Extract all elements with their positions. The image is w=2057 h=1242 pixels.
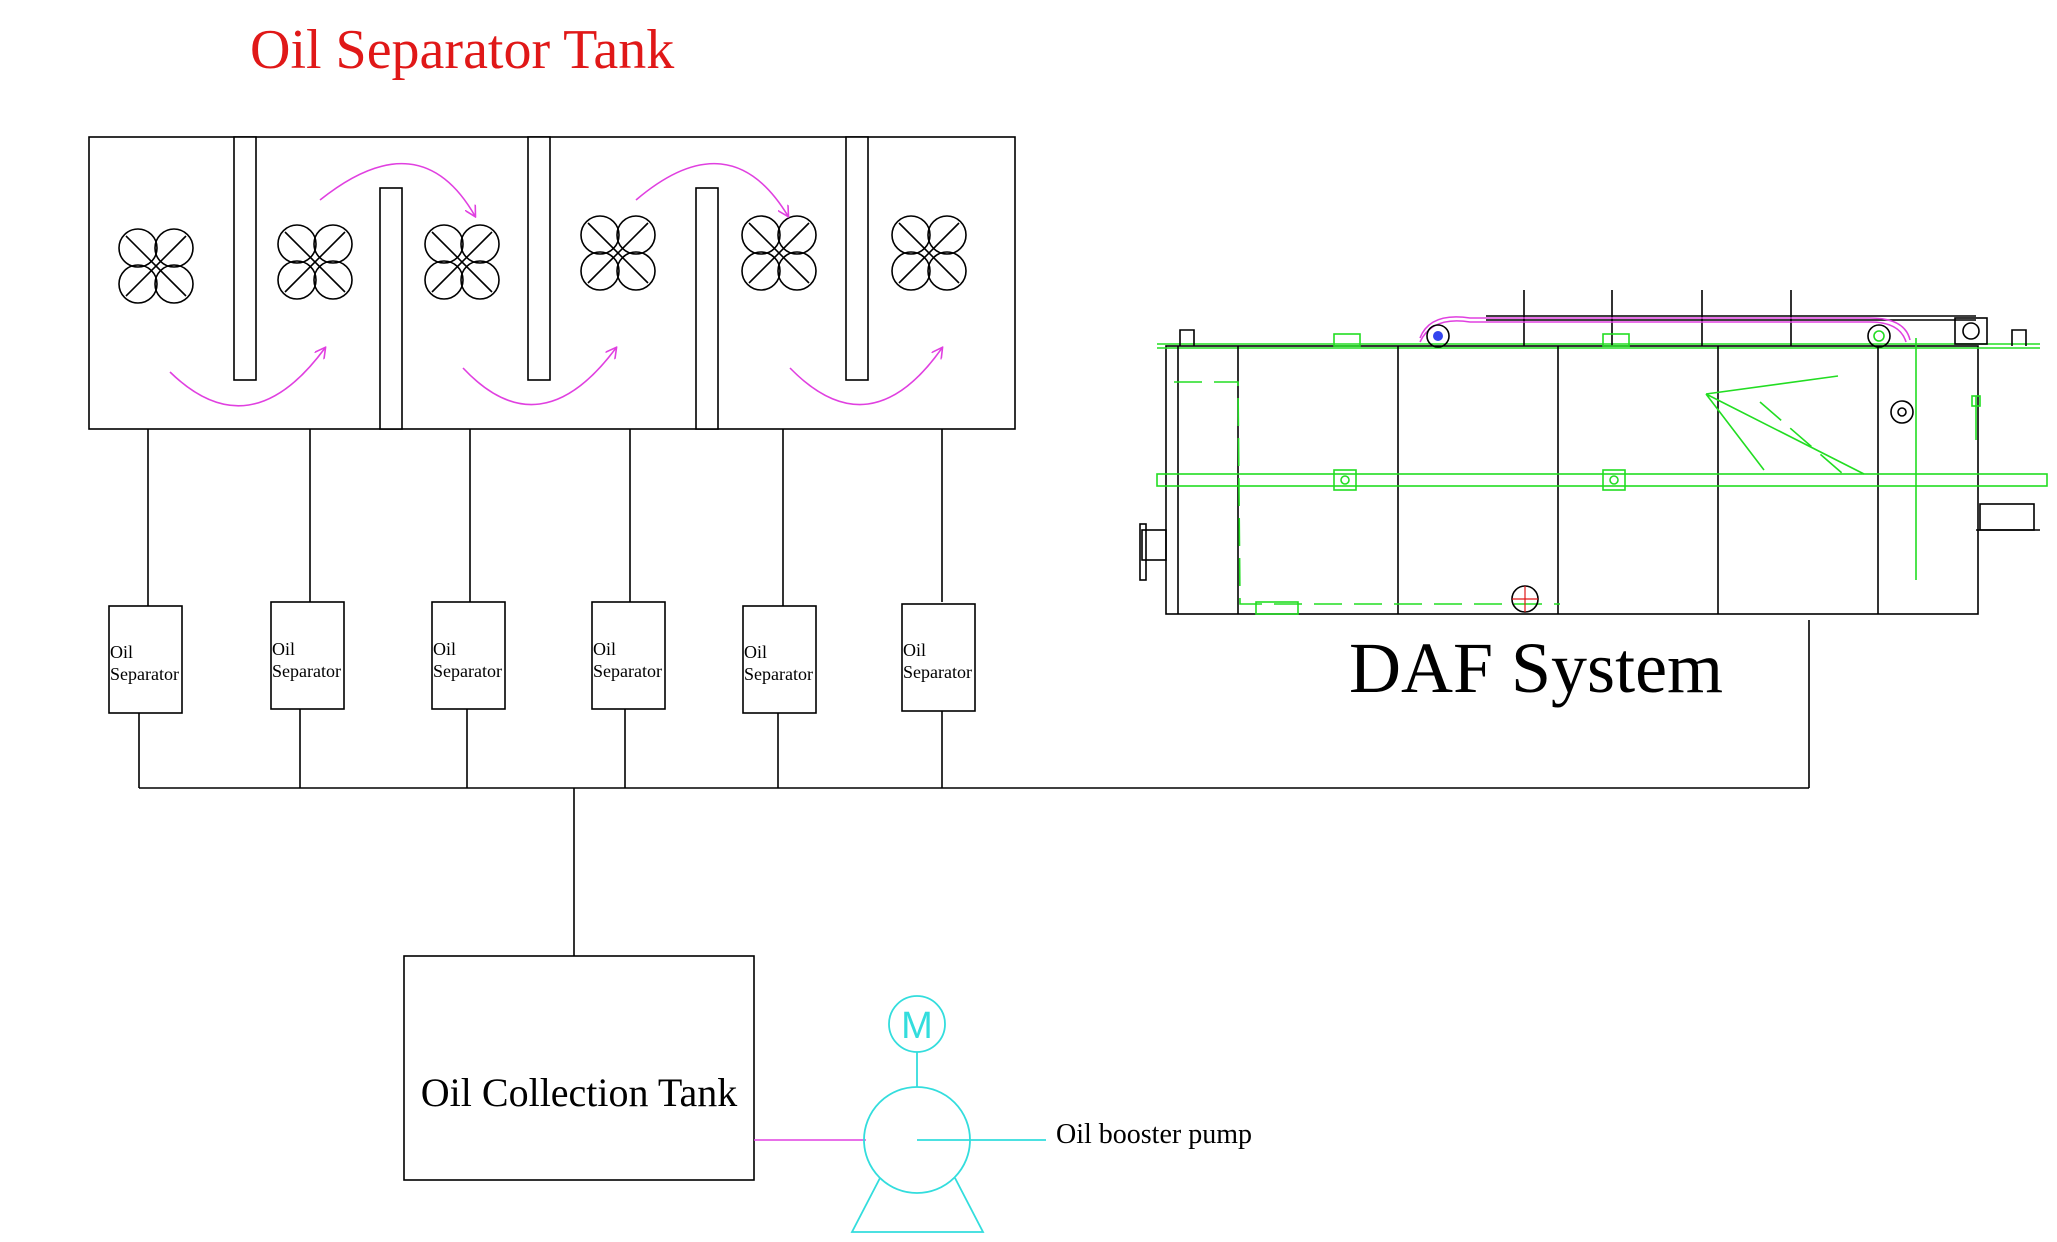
motor-icon — [888, 995, 946, 1053]
flow-arrow-over-2 — [635, 162, 788, 216]
baffle-top-3 — [845, 136, 869, 381]
diagram-title: Oil Separator Tank — [250, 19, 674, 81]
separator-label-line2: Separator — [744, 664, 813, 684]
separator-label-line2: Separator — [272, 661, 341, 681]
flow-arrows — [169, 162, 942, 407]
flow-arrow-under-1 — [169, 348, 325, 407]
oil-separator-3: Oil Separator — [431, 601, 506, 710]
baffle-top-1 — [233, 136, 257, 381]
oil-separator-4: Oil Separator — [591, 601, 666, 710]
flow-arrow-under-3 — [789, 348, 942, 406]
baffle-bottom-2 — [695, 187, 719, 430]
daf-system — [1139, 290, 2048, 615]
baffle-top-2 — [527, 136, 551, 381]
coalescer-icon — [580, 215, 656, 291]
separator-label-line1: Oil — [110, 642, 133, 662]
separator-label-line1: Oil — [903, 640, 926, 660]
oil-booster-pump: M — [850, 995, 1046, 1233]
oil-separator-2: Oil Separator — [270, 601, 345, 710]
oil-collection-tank: Oil Collection Tank — [403, 955, 755, 1181]
coalescer-icon — [424, 224, 500, 300]
separator-label-line2: Separator — [433, 661, 502, 681]
coalescer-icon — [891, 215, 967, 291]
oil-collection-tank-label: Oil Collection Tank — [421, 1070, 737, 1115]
coalescer-icon — [277, 224, 353, 300]
oil-separator-1: Oil Separator — [108, 605, 183, 714]
oil-separator-tank — [88, 136, 1016, 430]
daf-system-label: DAF System — [1349, 628, 1723, 708]
separator-label-line2: Separator — [110, 664, 179, 684]
coalescer-icon — [741, 215, 817, 291]
separator-label-line2: Separator — [903, 662, 972, 682]
tank-drain-lines — [147, 429, 943, 606]
pump-label: Oil booster pump — [1056, 1119, 1252, 1150]
separator-label-line1: Oil — [433, 639, 456, 659]
oil-separator-5: Oil Separator — [742, 605, 817, 714]
flow-arrow-under-2 — [462, 348, 616, 406]
coalescer-icon — [118, 228, 194, 304]
separator-label-line1: Oil — [744, 642, 767, 662]
separator-label-line1: Oil — [593, 639, 616, 659]
separator-label-line2: Separator — [593, 661, 662, 681]
flow-arrow-over-1 — [319, 162, 475, 216]
oil-separator-6: Oil Separator — [901, 603, 976, 712]
motor-symbol: M — [901, 1005, 933, 1047]
separator-label-line1: Oil — [272, 639, 295, 659]
baffle-bottom-1 — [379, 187, 403, 430]
oil-collection-header — [138, 620, 1810, 956]
